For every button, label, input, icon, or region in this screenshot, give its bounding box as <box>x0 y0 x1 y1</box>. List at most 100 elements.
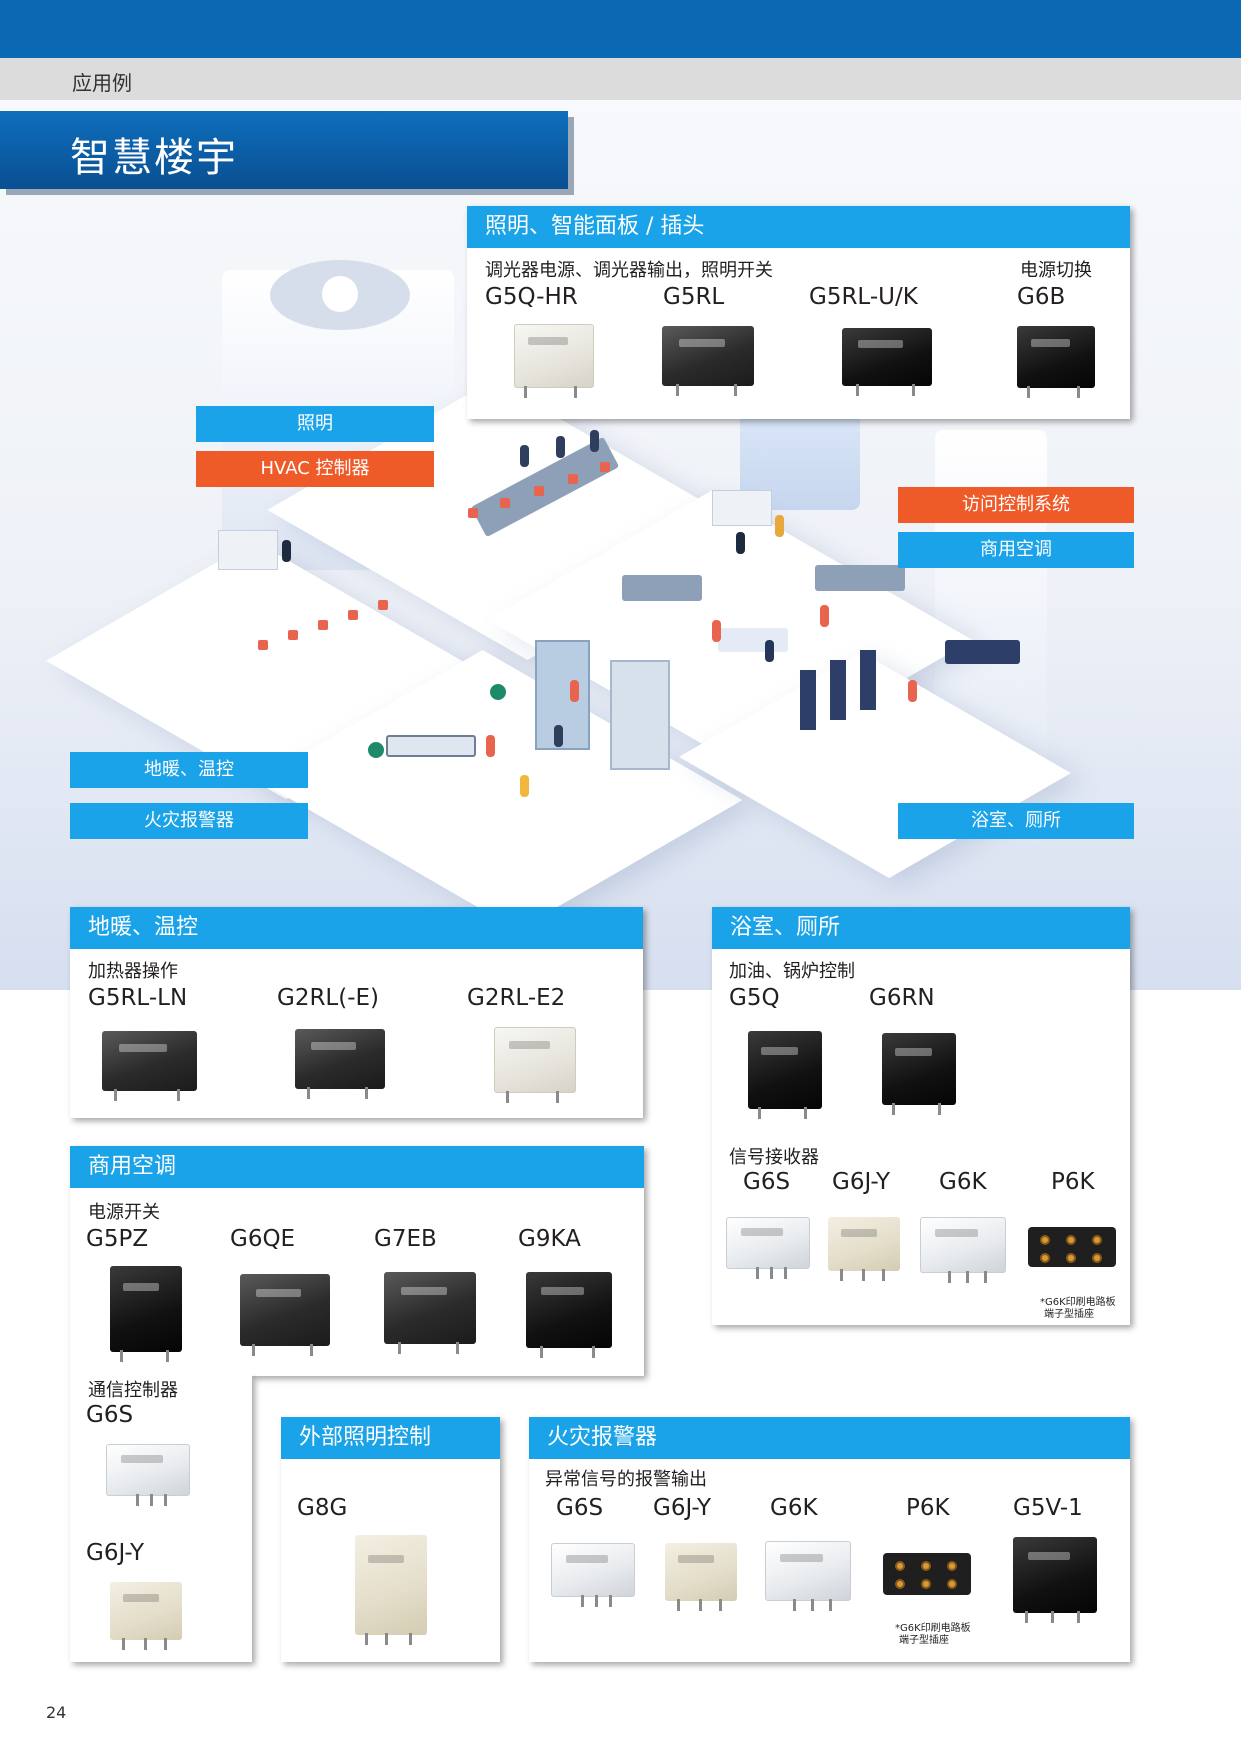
relay-image-g5v-1 <box>1013 1537 1097 1623</box>
model-name: G5Q <box>729 985 780 1011</box>
card-subtitle: 信号接收器 <box>729 1147 819 1168</box>
relay-image-g6j-y <box>828 1217 900 1281</box>
person <box>765 640 774 662</box>
office-desk <box>815 565 905 591</box>
person <box>590 430 599 452</box>
card-title: 浴室、厕所 <box>712 907 1130 949</box>
model-name: G6J-Y <box>86 1540 145 1566</box>
tag-lighting: 照明 <box>196 406 434 442</box>
model-name: G2RL(-E) <box>277 985 380 1011</box>
relay-image-p6k <box>883 1553 971 1605</box>
tag-fire-alarm: 火灾报警器 <box>70 803 308 839</box>
card-floor-heating: 地暖、温控 加热器操作 G5RL-LN G2RL(-E) G2RL-E2 <box>70 907 643 1118</box>
model-name: G7EB <box>374 1226 437 1252</box>
model-name: G6B <box>1017 284 1066 310</box>
tag-commercial-ac: 商用空调 <box>898 532 1134 568</box>
card-subtitle: 异常信号的报警输出 <box>545 1469 707 1490</box>
training-chair <box>378 600 388 610</box>
tag-access-control: 访问控制系统 <box>898 487 1134 523</box>
model-name: G5PZ <box>86 1226 149 1252</box>
relay-image-g5q-hr <box>514 324 594 398</box>
relay-image-g5rl <box>662 326 754 396</box>
relay-image-g6rn <box>882 1033 956 1115</box>
section-label: 应用例 <box>72 71 132 95</box>
training-chair <box>318 620 328 630</box>
person <box>520 445 529 467</box>
relay-image-g6j-y <box>665 1543 737 1611</box>
card-subtitle: 加热器操作 <box>88 961 178 982</box>
model-name: G2RL-E2 <box>467 985 566 1011</box>
person <box>820 605 829 627</box>
relay-image-g2rl-e <box>295 1029 385 1099</box>
page-title: 智慧楼宇 <box>70 135 238 181</box>
footnote: *G6K印刷电路板 <box>895 1623 971 1634</box>
restroom-stall <box>860 650 876 710</box>
elevator <box>610 660 670 770</box>
model-name: G6S <box>743 1169 791 1195</box>
relay-image-g6j-y <box>110 1582 182 1650</box>
relay-image-g5rl-ln <box>102 1031 197 1101</box>
dashboard-screen <box>712 490 772 526</box>
helipad-h <box>322 276 358 312</box>
model-name: G6S <box>86 1402 134 1428</box>
card-lighting-panel: 照明、智能面板 / 插头 调光器电源、调光器输出，照明开关 电源切换 G5Q-H… <box>467 206 1130 419</box>
model-name: G6QE <box>230 1226 296 1252</box>
relay-image-g6s <box>726 1217 810 1279</box>
model-name: G6J-Y <box>653 1495 712 1521</box>
relay-image-p6k <box>1028 1227 1116 1277</box>
model-name: G5Q-HR <box>485 284 578 310</box>
card-subtitle: 电源切换 <box>1020 260 1092 281</box>
plant <box>368 742 384 758</box>
model-name: G5RL <box>663 284 725 310</box>
training-chair <box>288 630 298 640</box>
person <box>282 540 291 562</box>
reception-desk <box>386 735 476 757</box>
card-join-cover <box>70 1370 252 1380</box>
page-title-band: 智慧楼宇 <box>0 111 568 189</box>
model-name: G6K <box>770 1495 818 1521</box>
card-bathroom: 浴室、厕所 加油、锅炉控制 G5Q G6RN 信号接收器 G6S G6J-Y G… <box>712 907 1130 1325</box>
model-name: P6K <box>906 1495 950 1521</box>
person <box>486 735 495 757</box>
training-chair <box>348 610 358 620</box>
section-bar: 应用例 <box>0 58 1241 100</box>
relay-image-g5pz <box>110 1266 182 1362</box>
presentation-screen <box>218 530 278 570</box>
relay-image-g6qe <box>240 1274 330 1356</box>
model-name: G6S <box>556 1495 604 1521</box>
relay-image-g9ka <box>526 1272 612 1358</box>
relay-image-g6k <box>765 1541 851 1611</box>
relay-image-g2rl-e2 <box>494 1027 576 1103</box>
relay-image-g5rl-uk <box>842 328 932 396</box>
relay-image-g6k <box>920 1217 1006 1283</box>
person <box>520 775 529 797</box>
meeting-chair <box>534 486 544 496</box>
relay-image-g8g <box>355 1535 427 1645</box>
card-exterior-lighting: 外部照明控制 G8G <box>281 1417 500 1662</box>
plant <box>490 684 506 700</box>
meeting-chair <box>600 462 610 472</box>
model-name: G5RL-LN <box>88 985 188 1011</box>
relay-image-g6s <box>551 1543 635 1607</box>
footnote: 端子型插座 <box>899 1635 949 1646</box>
model-name: G6RN <box>869 985 935 1011</box>
relay-image-g6b <box>1017 326 1095 398</box>
card-title: 商用空调 <box>70 1146 644 1188</box>
relay-image-g6s <box>106 1444 190 1506</box>
person <box>908 680 917 702</box>
model-name: G9KA <box>518 1226 581 1252</box>
top-header-bar <box>0 0 1241 58</box>
card-subtitle: 加油、锅炉控制 <box>729 961 855 982</box>
tag-hvac-controller: HVAC 控制器 <box>196 451 434 487</box>
meeting-chair <box>568 474 578 484</box>
restroom-stall <box>800 670 816 730</box>
page-number: 24 <box>46 1703 67 1722</box>
card-commercial-ac: 商用空调 电源开关 G5PZ G6QE G7EB G9KA <box>70 1146 644 1376</box>
person <box>554 725 563 747</box>
card-subtitle: 电源开关 <box>88 1202 160 1223</box>
person <box>556 436 565 458</box>
meeting-chair <box>468 508 478 518</box>
restroom-stall <box>830 660 846 720</box>
card-subtitle: 调光器电源、调光器输出，照明开关 <box>485 260 773 281</box>
model-name: G5V-1 <box>1013 1495 1083 1521</box>
